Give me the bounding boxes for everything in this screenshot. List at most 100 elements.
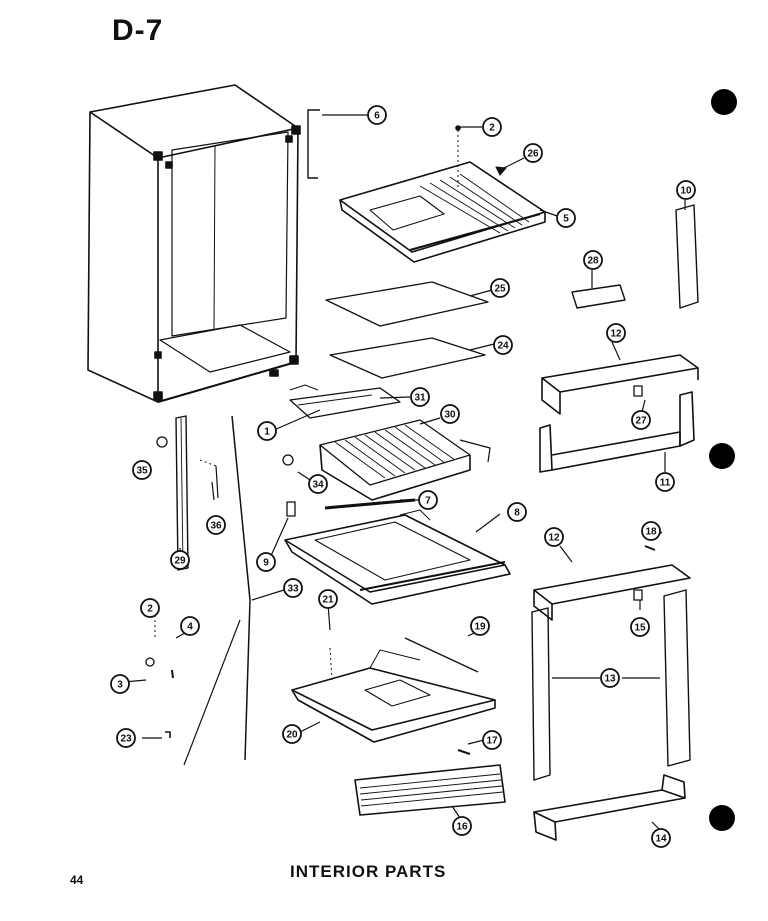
callout-circle: [482, 117, 502, 137]
callout-16: 16: [452, 816, 472, 836]
callout-circle: [583, 250, 603, 270]
callout-circle: [600, 668, 620, 688]
callout-27: 27: [631, 410, 651, 430]
grille: [354, 764, 506, 816]
callout-12: 12: [606, 323, 626, 343]
callout-circle: [110, 674, 130, 694]
callout-circle: [676, 180, 696, 200]
callout-15: 15: [630, 617, 650, 637]
callout-circle: [132, 460, 152, 480]
callout-number: 25: [494, 284, 506, 295]
callout-number: 17: [486, 736, 498, 747]
callout-number: 19: [474, 622, 486, 633]
callout-circle: [482, 730, 502, 750]
drain-pan: [284, 509, 511, 605]
callout-number: 35: [136, 466, 148, 477]
callout-number: 16: [456, 822, 468, 833]
callout-number: 1: [264, 427, 270, 438]
callout-circle: [418, 490, 438, 510]
callout-circle: [544, 527, 564, 547]
callout-number: 2: [147, 604, 153, 615]
callout-number: 2: [489, 123, 495, 134]
callout-24: 24: [493, 335, 513, 355]
callout-number: 5: [563, 214, 569, 225]
callout-number: 8: [514, 508, 520, 519]
callout-number: 10: [680, 186, 692, 197]
callout-5: 5: [556, 208, 576, 228]
cabinet-liner: [87, 84, 301, 403]
callout-number: 12: [610, 329, 622, 340]
callout-circle: [206, 515, 226, 535]
callout-circle: [410, 387, 430, 407]
callout-number: 29: [174, 556, 186, 567]
door-bin: [539, 391, 695, 473]
callout-circle: [631, 410, 651, 430]
callout-20: 20: [282, 724, 302, 744]
callout-8: 8: [507, 502, 527, 522]
door-rail-upper: [541, 354, 699, 415]
callout-19: 19: [470, 616, 490, 636]
callout-7: 7: [418, 490, 438, 510]
callout-17: 17: [482, 730, 502, 750]
callout-circle: [452, 816, 472, 836]
callout-number: 27: [635, 416, 647, 427]
callout-circle: [630, 617, 650, 637]
callout-circle: [493, 335, 513, 355]
callout-3: 3: [110, 674, 130, 694]
punch-holes: [709, 89, 737, 831]
callout-number: 28: [587, 256, 599, 267]
callout-6: 6: [367, 105, 387, 125]
evaporator: [289, 384, 491, 501]
callout-number: 31: [414, 393, 426, 404]
callout-circle: [556, 208, 576, 228]
callout-25: 25: [490, 278, 510, 298]
callout-36: 36: [206, 515, 226, 535]
callout-34: 34: [308, 474, 328, 494]
callout-28: 28: [583, 250, 603, 270]
callout-number: 15: [634, 623, 646, 634]
callout-10: 10: [676, 180, 696, 200]
callout-number: 24: [497, 341, 509, 352]
callout-number: 23: [120, 734, 132, 745]
shelf-top: [339, 161, 546, 263]
callout-1: 1: [257, 421, 277, 441]
callout-number: 9: [263, 558, 269, 569]
callout-number: 20: [286, 730, 298, 741]
callout-number: 33: [287, 584, 299, 595]
callout-21: 21: [318, 589, 338, 609]
callout-number: 34: [312, 480, 324, 491]
callout-circle: [523, 143, 543, 163]
callout-14: 14: [651, 828, 671, 848]
callout-30: 30: [440, 404, 460, 424]
callout-circle: [116, 728, 136, 748]
callout-number: 14: [655, 834, 667, 845]
door-shelf-bottom: [533, 774, 686, 841]
callout-circle: [308, 474, 328, 494]
page-code: D-7: [112, 14, 164, 47]
callout-circle: [140, 598, 160, 618]
callout-2: 2: [140, 598, 160, 618]
callout-circle: [507, 502, 527, 522]
callout-circle: [470, 616, 490, 636]
callout-circle: [318, 589, 338, 609]
callout-circle: [180, 616, 200, 636]
callout-number: 4: [187, 622, 193, 633]
callout-circle: [606, 323, 626, 343]
callout-4: 4: [180, 616, 200, 636]
callout-23: 23: [116, 728, 136, 748]
callout-circle: [256, 552, 276, 572]
callout-number: 13: [604, 674, 616, 685]
callout-29: 29: [170, 550, 190, 570]
callout-number: 36: [210, 521, 222, 532]
callout-number: 21: [322, 595, 334, 606]
callout-2: 2: [482, 117, 502, 137]
callout-circle: [170, 550, 190, 570]
crisper-tray: [291, 649, 496, 743]
callout-31: 31: [410, 387, 430, 407]
page-caption: INTERIOR PARTS: [290, 862, 447, 881]
callout-9: 9: [256, 552, 276, 572]
callout-circle: [440, 404, 460, 424]
callout-number: 6: [374, 111, 380, 122]
callout-11: 11: [655, 472, 675, 492]
